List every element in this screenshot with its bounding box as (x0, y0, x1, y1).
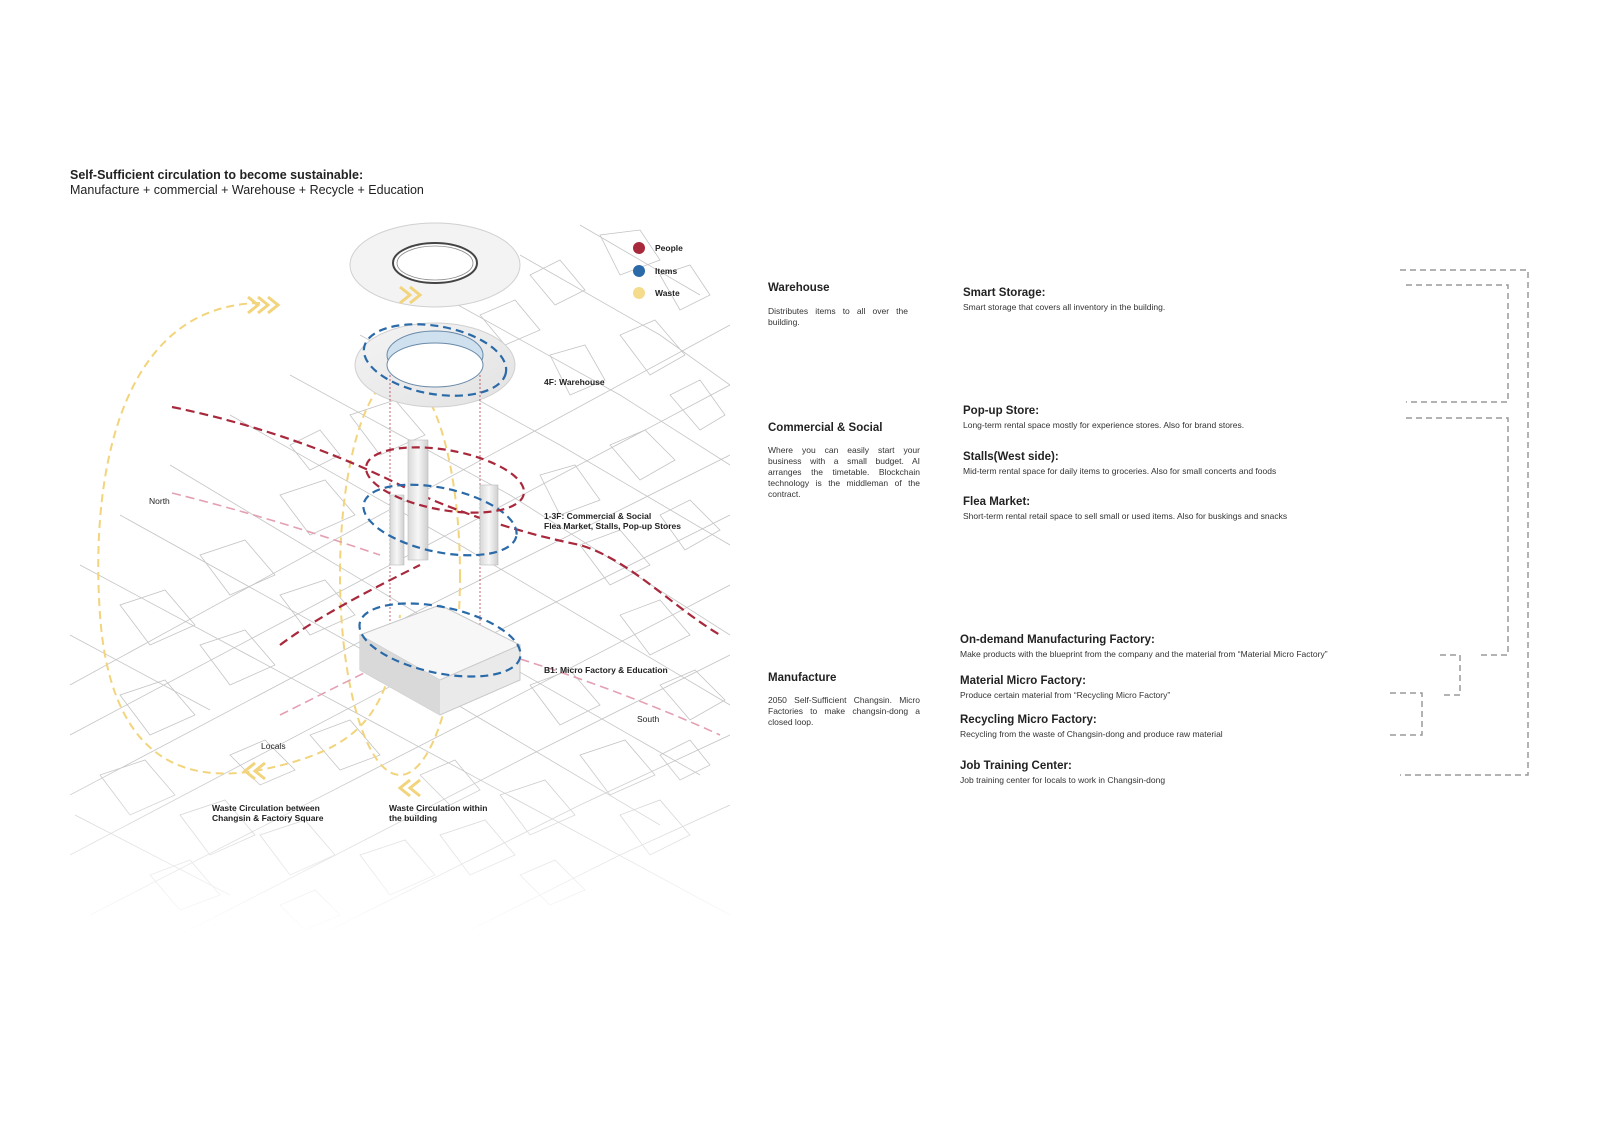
label-north: North (149, 496, 170, 506)
bracket-warehouse (1406, 284, 1509, 403)
legend-label-waste: Waste (655, 288, 680, 298)
waste-loop-between (97, 302, 401, 775)
legend-label-items: Items (655, 266, 678, 276)
bracket-outer (1400, 269, 1529, 776)
people-path-south (279, 564, 421, 646)
bracket-connectors (1390, 269, 1529, 776)
legend-dot-items (633, 265, 645, 277)
label-13f-program: Flea Market, Stalls, Pop-up Stores (544, 521, 681, 531)
items-circulation-ovals (358, 323, 522, 678)
section-desc-manufacture: 2050 Self-Sufficient Changsin. Micro Fac… (768, 695, 920, 727)
section-title-manufacture: Manufacture (768, 672, 837, 684)
item-title-material-factory: Material Micro Factory: (960, 675, 1086, 687)
legend-label-people: People (655, 243, 683, 253)
item-title-on-demand-factory: On-demand Manufacturing Factory: (960, 634, 1155, 646)
label-south: South (637, 714, 660, 724)
item-desc-material-factory: Produce certain material from “Recycling… (960, 690, 1171, 700)
item-title-flea-market: Flea Market: (963, 496, 1031, 508)
item-desc-recycling-factory: Recycling from the waste of Changsin-don… (960, 729, 1223, 739)
section-title-warehouse: Warehouse (768, 282, 830, 294)
legend-dot-people (633, 242, 645, 254)
warehouse-ring (354, 322, 516, 408)
label-b1-factory: B1: Micro Factory & Education (544, 665, 668, 675)
item-title-stalls: Stalls(West side): (963, 451, 1059, 463)
item-desc-popup-store: Long-term rental space mostly for experi… (963, 420, 1245, 430)
item-title-smart-storage: Smart Storage: (963, 287, 1046, 299)
label-waste-between-2: Changsin & Factory Square (212, 813, 324, 823)
top-roof-ring (349, 222, 521, 308)
label-waste-within-2: the building (389, 813, 438, 823)
item-desc-job-training: Job training center for locals to work i… (960, 775, 1166, 785)
diagram-subtitle: Manufacture + commercial + Warehouse + R… (70, 183, 424, 197)
section-desc-commercial: Where you can easily start your business… (768, 445, 920, 499)
item-desc-on-demand-factory: Make products with the blueprint from th… (960, 649, 1328, 659)
legend-dot-waste (633, 287, 645, 299)
item-desc-smart-storage: Smart storage that covers all inventory … (963, 302, 1166, 312)
diagram-title: Self-Sufficient circulation to become su… (70, 168, 364, 182)
waste-arrows (242, 285, 423, 798)
bracket-commercial (1406, 417, 1509, 656)
label-13f-commercial: 1-3F: Commercial & Social (544, 511, 652, 521)
item-desc-flea-market: Short-term rental retail space to sell s… (963, 511, 1288, 521)
label-locals: Locals (261, 741, 286, 751)
label-4f-warehouse: 4F: Warehouse (544, 377, 605, 387)
item-title-job-training: Job Training Center: (960, 760, 1072, 772)
label-waste-within-1: Waste Circulation within (389, 803, 488, 813)
item-desc-stalls: Mid-term rental space for daily items to… (963, 466, 1277, 476)
axonometric-map-svg (60, 215, 731, 936)
axonometric-diagram: People Items Waste 4F: Warehouse 1-3F: C… (60, 215, 731, 936)
bracket-material (1390, 692, 1423, 736)
map-fade-overlay (60, 215, 730, 935)
people-circulation-oval (364, 446, 526, 514)
label-waste-between-1: Waste Circulation between (212, 803, 320, 813)
item-title-recycling-factory: Recycling Micro Factory: (960, 714, 1097, 726)
section-title-commercial: Commercial & Social (768, 422, 883, 434)
section-desc-warehouse: Distributes items to all over the buildi… (768, 306, 908, 327)
micro-factory-block (358, 604, 522, 716)
item-title-popup-store: Pop-up Store: (963, 405, 1040, 417)
bracket-on-demand (1440, 654, 1461, 696)
vertical-guides (389, 375, 481, 645)
